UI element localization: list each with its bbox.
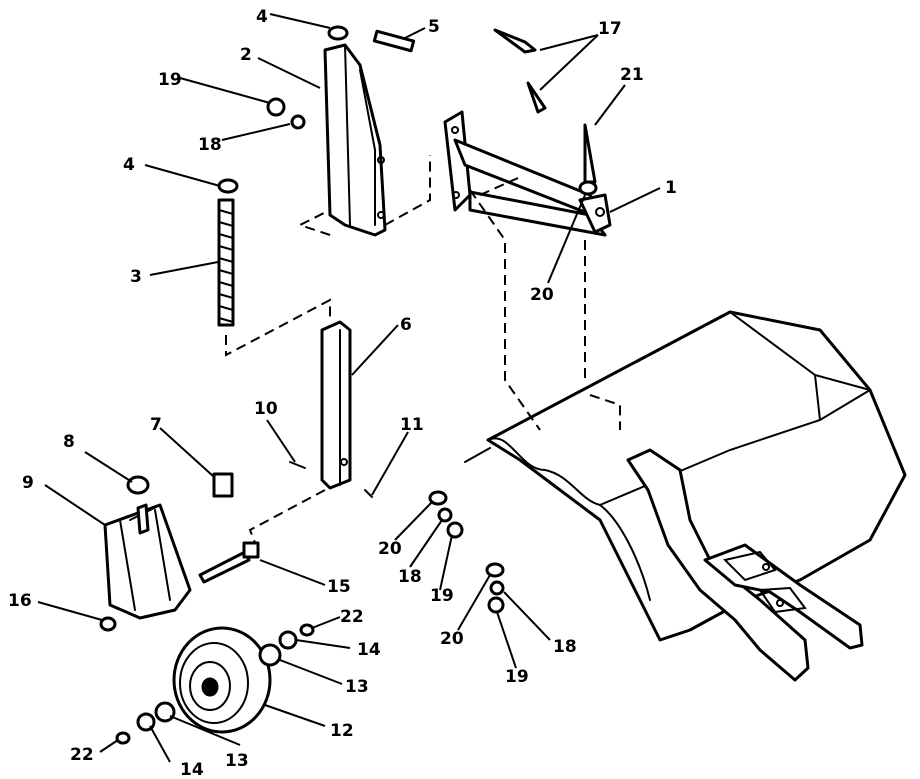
callout-14-bottom: 14 — [180, 760, 204, 779]
part-12-wheel — [172, 626, 272, 734]
callout-13-bottom: 13 — [225, 751, 249, 771]
callout-labels: 1 2 3 4 4 5 6 7 8 9 10 11 12 13 13 14 14… — [8, 7, 677, 779]
part-1-cross-frame — [443, 110, 621, 431]
callout-2: 2 — [240, 45, 252, 65]
callout-8: 8 — [63, 432, 75, 452]
callout-6: 6 — [400, 315, 412, 335]
hardware-washers-nuts — [99, 25, 598, 745]
mower-deck-housing — [464, 310, 907, 642]
callout-22-bottom: 22 — [70, 745, 94, 765]
callout-15: 15 — [327, 577, 351, 597]
callout-20-top: 20 — [530, 285, 554, 305]
part-2-upright-bracket — [297, 43, 431, 237]
deck-mount-bracket — [626, 448, 864, 682]
callout-17: 17 — [598, 19, 622, 39]
callout-19-bottom: 19 — [505, 667, 529, 687]
callout-4-top: 4 — [256, 7, 268, 27]
callout-10: 10 — [254, 399, 278, 419]
callout-19-top: 19 — [158, 70, 182, 90]
callout-7: 7 — [150, 415, 162, 435]
part-3-threaded-rod — [217, 198, 331, 357]
callout-22-right: 22 — [340, 607, 364, 627]
callout-5: 5 — [428, 17, 440, 37]
callout-21: 21 — [620, 65, 644, 85]
callout-9: 9 — [22, 473, 34, 493]
callout-18-top: 18 — [198, 135, 222, 155]
callout-20-bottom: 20 — [440, 629, 464, 649]
callout-20-mid: 20 — [378, 539, 402, 559]
callout-18-mid: 18 — [398, 567, 422, 587]
callout-19-mid: 19 — [430, 586, 454, 606]
callout-1: 1 — [665, 178, 677, 198]
part-15-bolt — [198, 541, 260, 584]
callout-11: 11 — [400, 415, 424, 435]
part-9-wheel-fork — [103, 503, 192, 620]
callout-18-right: 18 — [553, 637, 577, 657]
part-7-block — [212, 472, 234, 498]
callout-16: 16 — [8, 591, 32, 611]
callout-12: 12 — [330, 721, 354, 741]
part-6-post — [248, 320, 352, 556]
callout-14-right: 14 — [357, 640, 381, 660]
callout-13-right: 13 — [345, 677, 369, 697]
leader-lines — [37, 13, 661, 763]
callout-3: 3 — [130, 267, 142, 287]
callout-4-mid: 4 — [123, 155, 135, 175]
